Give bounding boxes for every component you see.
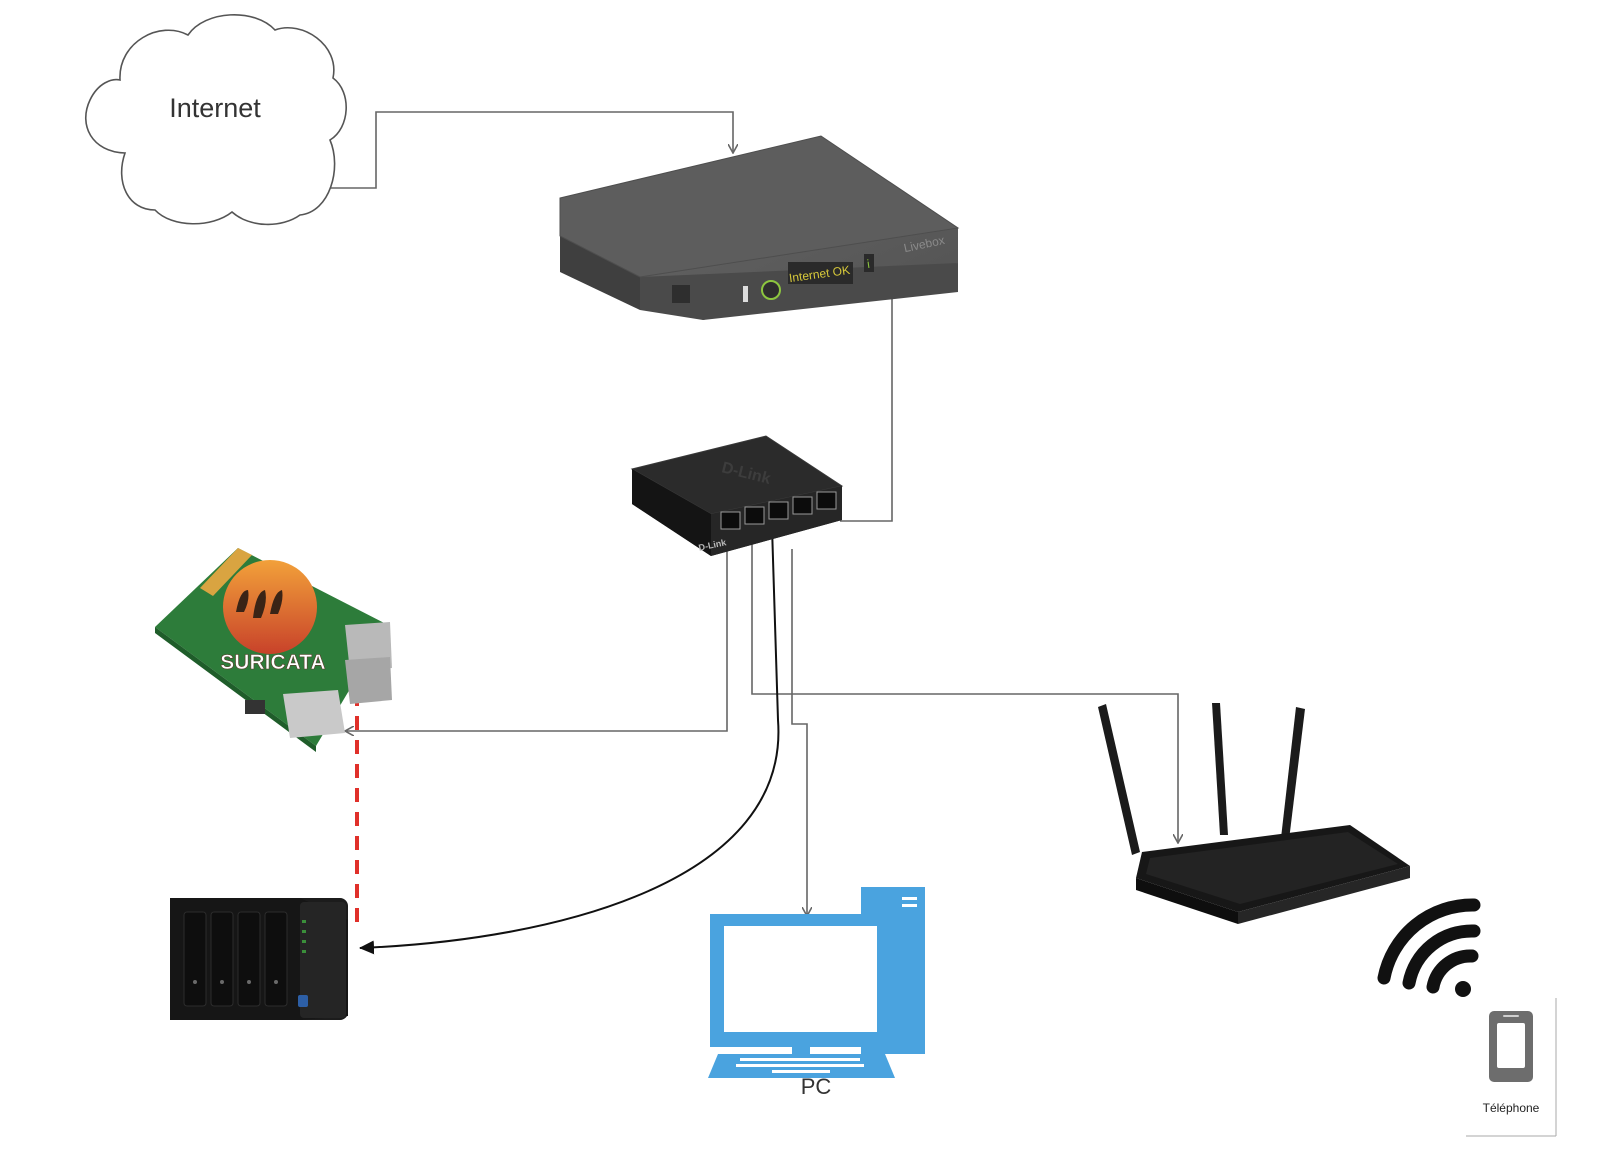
link-switch-livebox: [840, 286, 892, 522]
cloud-icon: [85, 13, 347, 226]
livebox-logo-icon: [761, 280, 781, 300]
phone-label: Téléphone: [1483, 1101, 1540, 1115]
nas-node[interactable]: [170, 898, 348, 1020]
livebox-node[interactable]: Internet OK i Livebox: [559, 135, 960, 320]
livebox-display: [788, 262, 853, 284]
pc-label: PC: [801, 1074, 832, 1099]
phone-node[interactable]: Téléphone: [1466, 998, 1557, 1137]
wifi-signal-node: [1377, 898, 1481, 997]
network-switch-icon: [630, 435, 844, 556]
internet-label: Internet: [169, 93, 261, 123]
link-switch-wifi-router: [751, 530, 1178, 842]
suricata-node[interactable]: SURICATA: [155, 548, 392, 752]
nas-icon: [170, 898, 348, 1020]
suricata-logo-icon: [223, 560, 317, 654]
wifi-router-node[interactable]: [1098, 703, 1410, 924]
internet-node[interactable]: Internet: [85, 13, 347, 226]
switch-node[interactable]: D-Link D-Link: [630, 435, 844, 556]
wifi-router-icon: [1098, 703, 1410, 924]
livebox-info-glyph: i: [866, 257, 871, 271]
link-switch-pc: [791, 549, 807, 915]
link-switch-suricata: [346, 549, 728, 731]
switch-ports: [720, 491, 837, 530]
wifi-signal-icon: [1377, 898, 1481, 994]
link-internet-livebox: [328, 111, 733, 189]
connector-lines: [328, 111, 1178, 915]
desktop-computer-icon: [708, 887, 925, 1078]
smartphone-icon: [1489, 1011, 1533, 1082]
wifi-signal-dot: [1455, 981, 1471, 997]
suricata-logo-text: SURICATA: [220, 651, 325, 674]
router-box-icon: [559, 135, 960, 320]
pc-node[interactable]: PC: [708, 887, 925, 1099]
link-switch-nas: [359, 526, 780, 955]
